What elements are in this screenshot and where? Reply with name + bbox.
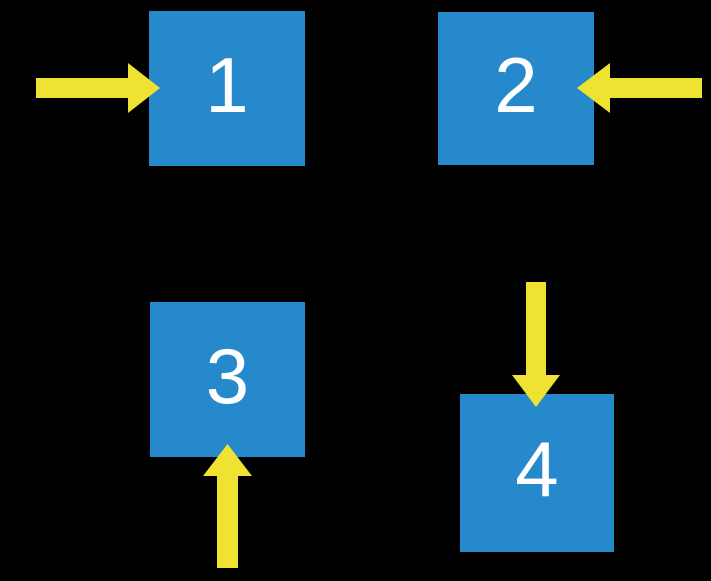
up-arrow-shape	[203, 444, 252, 568]
right-arrow-icon	[36, 63, 160, 113]
square-4-label: 4	[515, 425, 559, 513]
square-4[interactable]: 4	[460, 394, 614, 552]
square-2[interactable]: 2	[438, 12, 594, 165]
up-arrow-icon	[203, 444, 252, 568]
right-arrow-shape	[36, 63, 160, 113]
square-2-label: 2	[494, 40, 538, 129]
down-arrow-shape	[512, 282, 560, 407]
square-1-label: 1	[205, 40, 249, 129]
left-arrow-icon	[577, 63, 702, 113]
square-1[interactable]: 1	[149, 11, 305, 166]
square-3[interactable]: 3	[150, 302, 305, 457]
square-3-label: 3	[205, 331, 250, 420]
down-arrow-icon	[512, 282, 560, 407]
left-arrow-shape	[577, 63, 702, 113]
